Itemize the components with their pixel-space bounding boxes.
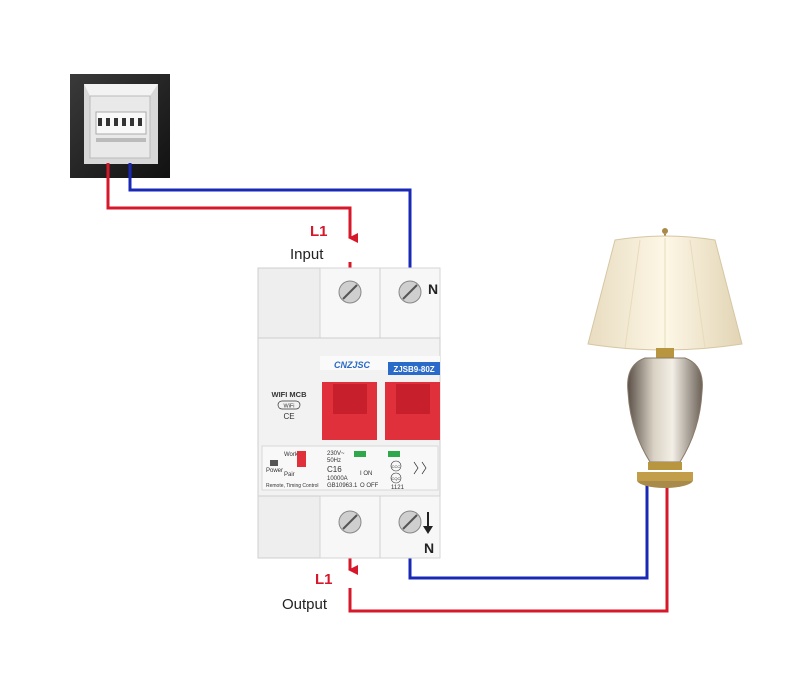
status-indicator bbox=[388, 451, 400, 457]
code-text: 1121 bbox=[391, 485, 405, 491]
table-lamp-image bbox=[587, 228, 743, 488]
neutral-top-label: N bbox=[428, 281, 438, 297]
footer-text: Remote, Timing Control bbox=[266, 483, 319, 489]
circuit-symbol bbox=[413, 461, 427, 475]
circuit-breaker: CNZJSC ZJSB9-80Z WIFI MCB WiFi CE Power … bbox=[257, 267, 441, 559]
spec-frequency: 50Hz bbox=[327, 458, 341, 464]
neutral-bottom-label: N bbox=[424, 540, 434, 556]
on-indicator bbox=[354, 451, 366, 457]
bottom-neutral-terminal-screw bbox=[398, 510, 422, 534]
work-text: Work bbox=[284, 452, 299, 458]
on-text: I ON bbox=[360, 471, 372, 477]
ce-mark-text: CE bbox=[283, 412, 294, 421]
output-line-label: L1 bbox=[315, 571, 333, 588]
output-label: Output bbox=[282, 596, 328, 613]
spec-voltage: 230V~ bbox=[327, 451, 345, 457]
distribution-box-image bbox=[70, 74, 170, 178]
spec-capacity: 10000A bbox=[327, 476, 348, 482]
spec-standard: GB10963.1 bbox=[327, 483, 358, 489]
cqc-mark: CQC bbox=[392, 476, 401, 481]
input-line-label: L1 bbox=[310, 223, 328, 240]
model-text: ZJSB9-80Z bbox=[393, 365, 434, 374]
brand-text: CNZJSC bbox=[334, 360, 371, 370]
top-neutral-terminal-screw bbox=[398, 280, 422, 304]
input-label: Input bbox=[290, 246, 324, 263]
down-arrow-icon bbox=[423, 512, 433, 534]
breaker-handles bbox=[322, 382, 440, 440]
spec-rating: C16 bbox=[327, 465, 342, 474]
off-text: O OFF bbox=[360, 483, 379, 489]
wifi-logo-text: WiFi bbox=[284, 404, 295, 410]
pair-text: Pair bbox=[284, 472, 295, 478]
pair-button[interactable] bbox=[297, 451, 306, 467]
ccc-mark: CCC bbox=[392, 464, 401, 469]
type-text: WIFI MCB bbox=[272, 390, 308, 399]
bottom-live-terminal-screw bbox=[338, 510, 362, 534]
power-text: Power bbox=[266, 468, 283, 474]
top-live-terminal-screw bbox=[338, 280, 362, 304]
